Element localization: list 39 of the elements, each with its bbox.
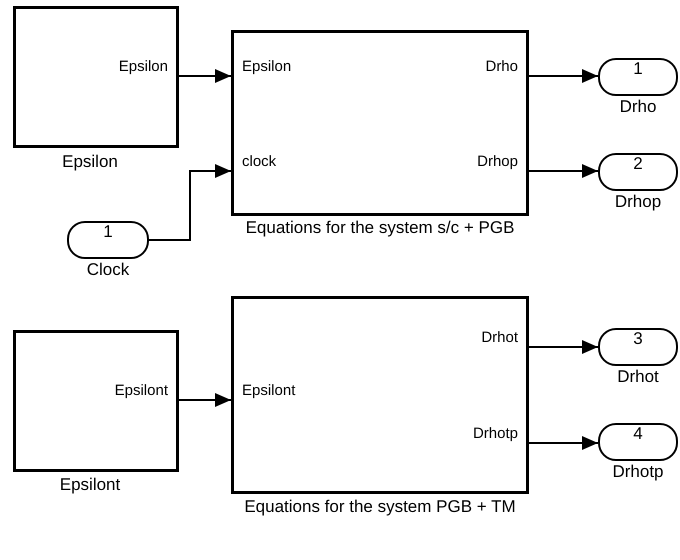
block-name: Drhop xyxy=(614,192,662,212)
port-label: Epsilon xyxy=(242,58,292,76)
port-label: Drhop xyxy=(477,153,518,171)
block-name: Drhot xyxy=(616,367,660,387)
block-name: Drho xyxy=(618,97,658,117)
port-block xyxy=(598,153,678,191)
block-name: Epsilon xyxy=(61,152,119,172)
signal-arrow xyxy=(529,436,598,450)
port-label: Epsilont xyxy=(242,382,296,400)
port-number: 3 xyxy=(632,330,644,348)
signal-arrow xyxy=(529,340,598,354)
signal-arrow xyxy=(529,164,598,178)
port-label: clock xyxy=(242,153,276,171)
block-name: Equations for the system s/c + PGB xyxy=(244,218,516,238)
subsystem-block xyxy=(231,296,529,494)
block-name: Epsilont xyxy=(58,475,122,495)
port-label: Epsilont xyxy=(114,382,168,400)
port-number: 2 xyxy=(632,155,644,173)
port-block xyxy=(67,221,149,259)
port-label: Epsilon xyxy=(118,58,168,76)
signal-arrow xyxy=(179,69,231,83)
port-block xyxy=(598,423,678,461)
subsystem-block xyxy=(13,6,179,148)
block-name: Clock xyxy=(86,260,130,280)
port-block xyxy=(598,58,678,96)
port-block xyxy=(598,328,678,366)
port-label: Drho xyxy=(485,58,518,76)
block-name: Drhotp xyxy=(611,462,665,482)
signal-arrow xyxy=(149,164,231,241)
port-number: 4 xyxy=(632,425,644,443)
port-number: 1 xyxy=(102,223,114,241)
subsystem-block xyxy=(231,30,529,216)
subsystem-block xyxy=(13,330,179,472)
port-label: Drhotp xyxy=(472,425,518,443)
block-name: Equations for the system PGB + TM xyxy=(243,497,517,517)
port-label: Drhot xyxy=(481,329,518,347)
port-number: 1 xyxy=(632,60,644,78)
signal-arrow xyxy=(179,393,231,407)
signal-arrow xyxy=(529,69,598,83)
